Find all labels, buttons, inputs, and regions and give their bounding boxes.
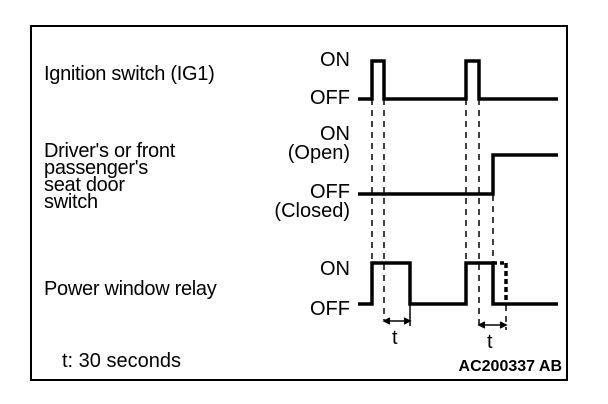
door-switch-label-line1: Driver's or front bbox=[44, 140, 175, 162]
door-switch-waveform bbox=[358, 153, 558, 196]
door-off-label: OFF bbox=[310, 181, 350, 203]
diagram-frame bbox=[30, 25, 568, 381]
door-closed-label: (Closed) bbox=[274, 200, 350, 222]
door-switch-label-line4: switch bbox=[44, 191, 98, 213]
interval-arrow-2 bbox=[477, 321, 508, 329]
door-switch-label-line3: seat door bbox=[44, 174, 125, 196]
interval-note: t: 30 seconds bbox=[62, 350, 181, 372]
ignition-off-label: OFF bbox=[310, 87, 350, 109]
door-switch-label-line2: passenger's bbox=[44, 157, 148, 179]
door-open-label: (Open) bbox=[287, 142, 350, 164]
interval-arrow-1 bbox=[382, 317, 412, 325]
ignition-on-label: ON bbox=[320, 49, 350, 71]
interval-label-2: t bbox=[487, 331, 493, 353]
relay-off-label: OFF bbox=[310, 298, 350, 320]
figure-code: AC200337 AB bbox=[458, 358, 562, 375]
power-window-relay-label: Power window relay bbox=[44, 278, 217, 300]
relay-waveform bbox=[358, 261, 558, 306]
ignition-switch-label: Ignition switch (IG1) bbox=[44, 63, 215, 85]
ignition-waveform bbox=[358, 59, 558, 101]
interval-label-1: t bbox=[392, 327, 398, 349]
relay-on-label: ON bbox=[320, 258, 350, 280]
door-on-label: ON bbox=[320, 123, 350, 145]
